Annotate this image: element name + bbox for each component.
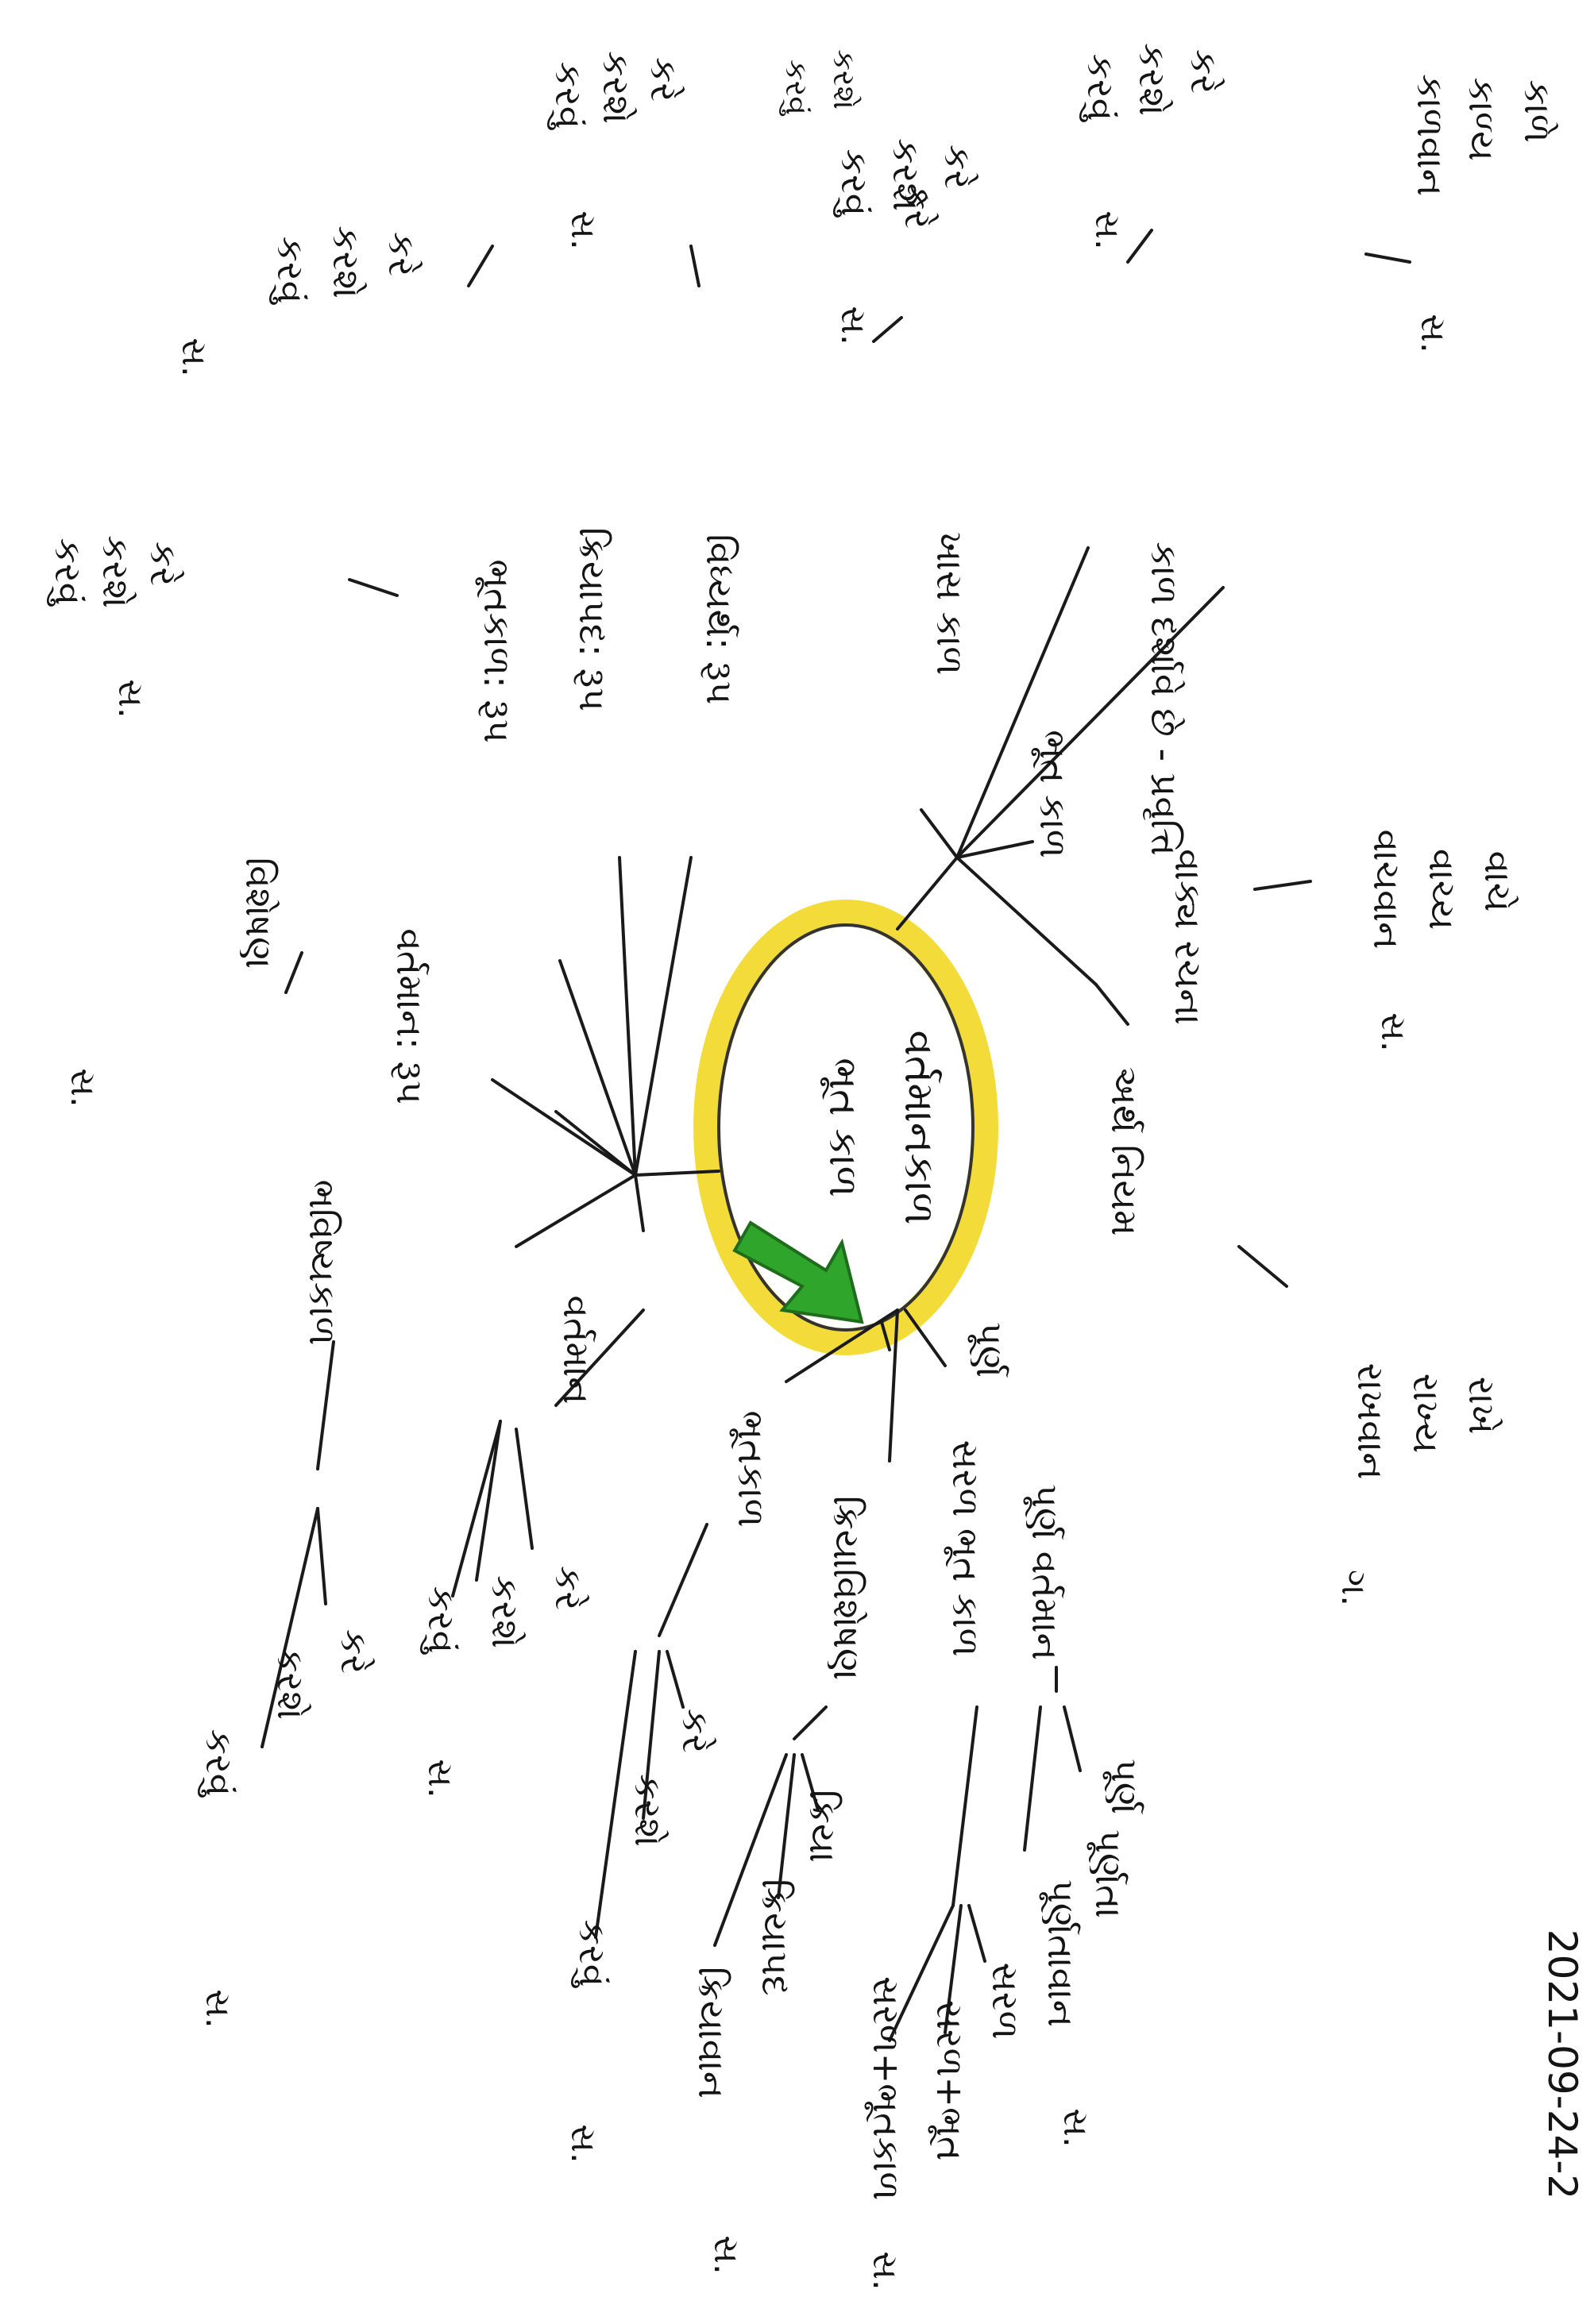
tl-item-0-word-2: કરવું (547, 62, 590, 130)
bl-item-0-word-1: કરશે (484, 1575, 527, 1648)
br-item-3-word-0: કરે (674, 1709, 717, 1753)
br-item-0-label: પૂર્ણ વર્તમાન (1024, 1484, 1067, 1660)
tr-item-3-word-2: કરવું (833, 149, 876, 218)
tl-extra-mark: સ. (63, 1068, 103, 1108)
bl-item-0-mark: સ. (420, 1759, 461, 1798)
tl-item-1-word-2: કરવું (778, 60, 814, 117)
tl-item-2-word-2: કરવું (269, 237, 312, 305)
br-item-1-mark: સ. (865, 2251, 905, 2291)
tl-item-2-mark: સ. (174, 337, 214, 377)
br-item-0-word-2: પૂર્ણતાવાન (1040, 1879, 1083, 2027)
tr-item-0-word-2: વાચવાન (1365, 830, 1408, 950)
bl-item-0-word-2: કરવું (420, 1586, 463, 1655)
tl-item-1-label: વિધ્યર્થ: રૂપ (698, 534, 741, 705)
bl-item-0-label: વર્તમાન (555, 1295, 598, 1404)
br-item-2-mark: સ. (706, 2235, 747, 2275)
br-item-2-word-1: ક્રિયાપદ (754, 1879, 797, 1995)
br-hub: પૂર્ણ (968, 1322, 1011, 1378)
center-node: વર્તમાનકાળ ભૂત કાળ (693, 900, 998, 1355)
tr-item-0-word-1: વાચ્ય (1421, 849, 1464, 930)
tr-item-0-label: વાક્ય રચના (1167, 849, 1210, 1025)
green-arrow-icon (732, 1220, 864, 1324)
tr-item-4-word-2: રાખવાન (1349, 1362, 1392, 1479)
bl-item-0-word-0: કરે (547, 1566, 590, 1610)
connector-lines (261, 229, 1411, 2042)
labels-bottom-right: પૂર્ણ પૂર્ણ વર્તમાન સરળ ભૂત કાળ ક્રિયાવિ… (563, 1322, 1146, 2291)
br-item-3-mark: સ. (563, 2124, 604, 2164)
tr-item-2-mark: સ. (1087, 210, 1128, 250)
bl-item-1-word-0: કરે (333, 1629, 376, 1674)
br-item-0-mark: સ. (1056, 2108, 1096, 2148)
center-outline (717, 923, 975, 1332)
br-item-1-label: સરળ ભૂત કાળ (944, 1439, 987, 1656)
br-item-2-label: ક્રિયાવિશેષણ (825, 1496, 868, 1680)
tl-item-3-label: વર્તમાન: રૂપ (388, 928, 431, 1104)
labels-top-right: કાળ દર્શાવે છે - પ્રવૃત્તિ ભૂત કાળ ખાસ ક… (833, 43, 1559, 1606)
tl-item-0-word-1: કરશે (595, 51, 638, 124)
tl-item-2-label: ભૂતકાળ: રૂપ (476, 559, 519, 742)
tr-item-1-label: કાળ દર્શાવે છે - પ્રવૃત્તિ (1142, 541, 1186, 855)
br-item-3-word-2: કરવું (571, 1920, 614, 1988)
br-item-2-word-0: ક્રિયા (801, 1790, 844, 1863)
tr-item-3-label: ખાસ કાળ (928, 532, 971, 676)
tl-item-0-mark: સ. (563, 210, 604, 250)
br-item-0-word-0: પૂર્ણ (1103, 1759, 1146, 1814)
bl-item-1-word-2: કરવું (198, 1729, 241, 1798)
labels-top-left: ક્રિયાપદ: રૂપ વિધ્યર્થ: રૂપ ભૂતકાળ: રૂપ … (47, 49, 940, 1108)
tl-item-3-word-1: કરશે (95, 535, 137, 608)
br-item-1-word-1: સરળ+ભૂત (928, 2000, 971, 2161)
tl-item-extra-word: વિશેષણ (237, 858, 280, 969)
tr-item-1-mark: સ. (1413, 314, 1453, 353)
center-title: વર્તમાનકાળ (895, 1030, 943, 1224)
tr-item-2-label: ભૂત કાળ (1032, 730, 1075, 858)
br-item-0-word-1: પૂર્ણતા (1087, 1829, 1130, 1918)
tl-item-1-word-0: કરે (897, 184, 940, 229)
br-item-3-label: ભૂતકાળ (730, 1411, 773, 1528)
tl-item-3-mark: સ. (110, 679, 151, 719)
tr-item-1-word-2: કાળવાન (1409, 74, 1452, 196)
tr-item-3-word-0: કરે (936, 145, 979, 189)
tr-item-4-word-1: રાખ્ય (1405, 1374, 1448, 1454)
date-stamp-group: 2021-09-24-2 (1539, 1929, 1585, 2199)
bl-item-1-word-1: કરશે (269, 1647, 312, 1720)
br-item-1-word-2: સરળ+ભૂતકાળ (865, 1976, 908, 2200)
tr-item-4-label: અર્થ નિયમ (1103, 1066, 1146, 1235)
tr-item-3-word-1: કરશે (885, 138, 928, 211)
bl-item-1-label: ભવિષ્યકાળ (301, 1180, 344, 1346)
tl-item-1-word-1: કરશે (827, 49, 862, 110)
tl-item-2-word-1: કરશે (325, 225, 368, 299)
tl-item-0-label: ક્રિયાપદ: રૂપ (571, 527, 614, 711)
br-item-2-word-2: ક્રિયાવાન (690, 1967, 733, 2099)
tl-item-3-word-2: કરવું (47, 538, 90, 607)
tr-item-2-word-1: કરશે (1131, 43, 1174, 116)
tr-item-0-mark: સ. (1373, 1012, 1414, 1052)
tr-item-2-word-2: કરવું (1079, 54, 1122, 122)
br-item-3-word-1: કરશે (627, 1774, 670, 1847)
bl-item-1-mark: સ. (198, 1989, 238, 2029)
tr-item-4-mark: ગ. (1333, 1570, 1374, 1606)
br-item-1-word-0: સરળ (984, 1963, 1027, 2040)
tr-item-2-word-0: કરે (1183, 49, 1225, 94)
tr-item-1-word-1: કાળ્ય (1461, 77, 1503, 161)
date-stamp: 2021-09-24-2 (1539, 1929, 1585, 2199)
tl-item-2-word-0: કરે (380, 232, 423, 276)
tr-item-1-word-0: કાળે (1516, 79, 1559, 143)
tr-item-0-word-0: વાચે (1476, 851, 1519, 912)
tl-item-0-word-0: કરે (643, 57, 685, 102)
center-subtitle: ભૂત કાળ (820, 1058, 866, 1197)
tr-item-4-word-0: રાખે (1461, 1377, 1503, 1435)
tl-item-3-word-0: કરે (142, 541, 185, 586)
tr-item-3-mark: સ. (833, 306, 874, 345)
labels-bottom-left: વર્તમાન ભવિષ્યકાળ કરે કરશે કરવું સ. કરે … (198, 1180, 598, 2029)
